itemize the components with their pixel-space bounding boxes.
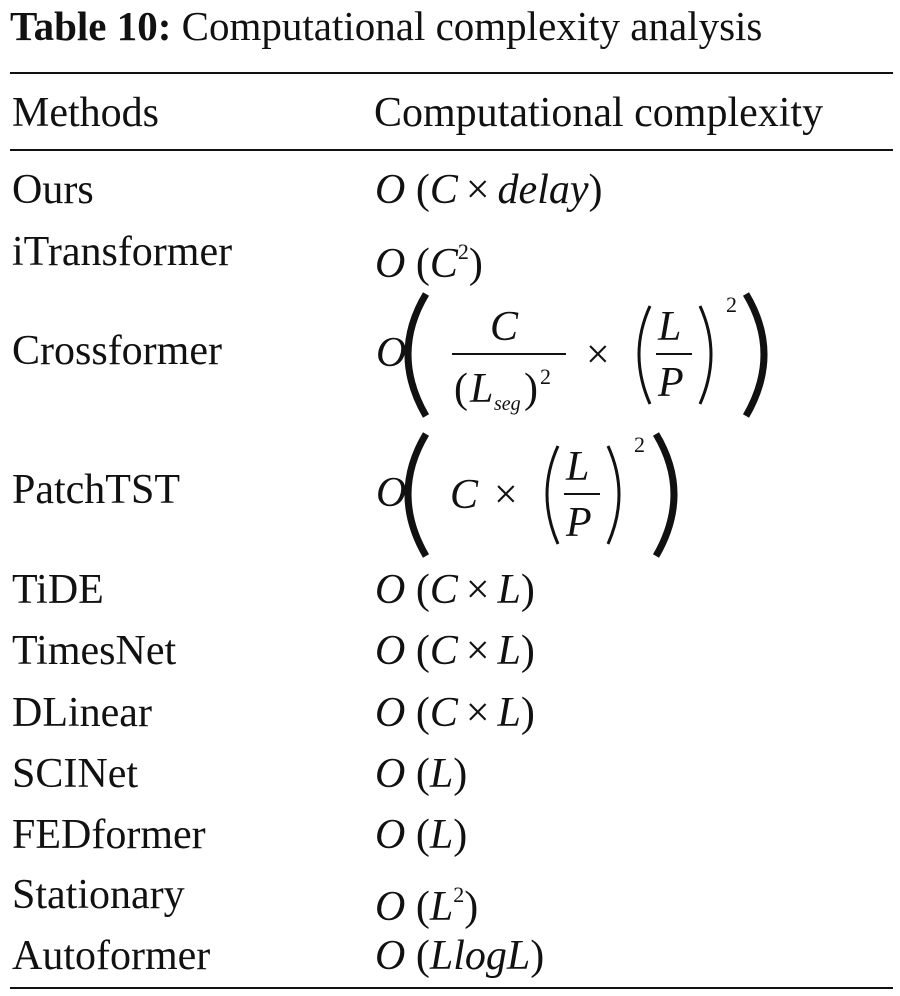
complexity-formula: O (C×delay) — [375, 167, 603, 213]
column-header-complexity: Computational complexity — [374, 90, 824, 136]
svg-text:C: C — [490, 304, 519, 350]
complexity-formula: O (L) — [375, 751, 468, 797]
svg-text:2: 2 — [726, 292, 737, 317]
svg-text:L: L — [469, 366, 493, 412]
svg-text:): ) — [524, 366, 538, 412]
table-caption-label: Table 10: — [10, 3, 172, 49]
complexity-formula: O (C×L) — [375, 567, 535, 613]
top-rule — [10, 72, 893, 74]
table-caption-text: Computational complexity analysis — [181, 3, 763, 49]
method-name: iTransformer — [12, 229, 233, 275]
column-header-methods: Methods — [12, 90, 159, 136]
method-name: FEDformer — [12, 812, 206, 858]
method-name: TiDE — [12, 567, 104, 613]
method-name: Ours — [12, 167, 94, 213]
method-name: SCINet — [12, 751, 138, 797]
method-name: Crossformer — [12, 328, 222, 374]
svg-text:P: P — [657, 360, 684, 406]
complexity-formula: O (C2) — [375, 239, 483, 287]
svg-text:O: O — [376, 330, 406, 376]
complexity-formula: O (LlogL) — [375, 933, 545, 979]
complexity-formula: O (C×L) — [375, 628, 535, 674]
method-name: Stationary — [12, 872, 185, 918]
table-caption: Table 10: Computational complexity analy… — [10, 3, 762, 49]
method-name: TimesNet — [12, 628, 177, 674]
complexity-formula: O (L2) — [375, 882, 479, 930]
header-rule — [10, 149, 893, 151]
complexity-formula: O (C×L) — [375, 690, 535, 736]
complexity-formula: O (L) — [375, 812, 468, 858]
svg-text:P: P — [565, 500, 592, 546]
svg-text:seg: seg — [494, 393, 521, 415]
method-name: PatchTST — [12, 467, 180, 513]
svg-text:C: C — [450, 472, 479, 518]
svg-text:O: O — [376, 470, 406, 516]
svg-text:2: 2 — [540, 364, 551, 389]
svg-text:2: 2 — [634, 432, 645, 457]
svg-text:L: L — [657, 304, 681, 350]
svg-text:×: × — [494, 472, 518, 518]
svg-text:(: ( — [454, 366, 468, 412]
svg-text:L: L — [565, 444, 589, 490]
complexity-formula: O C ( L seg ) 2 × L P 2 — [376, 292, 768, 418]
method-name: DLinear — [12, 690, 152, 736]
complexity-formula: O C × L P 2 — [376, 432, 678, 558]
method-name: Autoformer — [12, 933, 211, 979]
bottom-rule — [10, 987, 893, 989]
svg-text:×: × — [586, 332, 610, 378]
